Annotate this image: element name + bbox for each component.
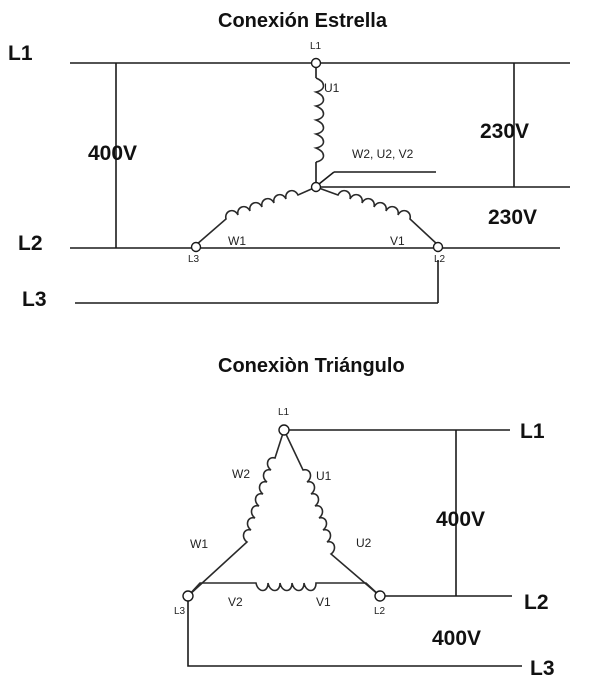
delta-coil-label-v1: V1	[316, 595, 331, 609]
delta-label-l2: L2	[524, 591, 549, 614]
delta-terminal-l1	[278, 424, 290, 436]
delta-connection-diagram: Conexiòn Triángulo L1 L2 L3 400V 400V L1…	[174, 355, 555, 680]
star-coil-label-w: W1	[228, 234, 246, 248]
star-connection-diagram: Conexión Estrella L1 L2 L3 400V 230	[8, 10, 570, 311]
delta-voltage-l1-l2: 400V	[436, 508, 485, 531]
star-neutral-label: W2, U2, V2	[352, 147, 414, 161]
delta-coil-label-w1: W1	[190, 537, 208, 551]
star-voltage-phase-top: 230V	[480, 120, 529, 143]
delta-coil-label-u2: U2	[356, 536, 372, 550]
star-terminal-label-top: L1	[310, 41, 322, 52]
star-coil-v1	[315, 186, 439, 246]
star-coil-u1	[313, 77, 325, 163]
delta-label-l1: L1	[520, 420, 545, 443]
star-terminal-neutral	[310, 181, 322, 193]
delta-coil-label-u1: U1	[316, 469, 332, 483]
star-voltage-phase-bottom: 230V	[488, 206, 537, 229]
star-label-l2: L2	[18, 232, 43, 255]
star-coil-label-u: U1	[324, 81, 340, 95]
delta-label-l3: L3	[530, 657, 555, 680]
delta-terminal-label-left: L3	[174, 606, 186, 617]
delta-coil-label-v2: V2	[228, 595, 243, 609]
star-voltage-line: 400V	[88, 142, 137, 165]
delta-terminal-label-right: L2	[374, 606, 386, 617]
star-coil-label-v: V1	[390, 234, 405, 248]
delta-voltage-l2-l3: 400V	[432, 627, 481, 650]
delta-title: Conexiòn Triángulo	[218, 355, 405, 377]
delta-coil-u1-u2	[283, 429, 381, 597]
star-label-l1: L1	[8, 42, 33, 65]
delta-terminal-label-top: L1	[278, 407, 290, 418]
delta-coil-w2-w1	[187, 429, 285, 597]
star-terminal-l2	[432, 241, 444, 253]
star-coil-w1	[195, 186, 317, 246]
delta-terminal-l2	[374, 590, 386, 602]
delta-line-l3-wire	[187, 596, 522, 667]
star-terminal-l1	[310, 57, 322, 69]
delta-coil-v2-v1	[187, 582, 381, 597]
star-title: Conexión Estrella	[218, 10, 388, 32]
star-neutral-pointer-arrow	[318, 171, 335, 185]
star-terminal-label-right: L2	[434, 254, 446, 265]
delta-coil-label-w2: W2	[232, 467, 250, 481]
star-terminal-l3	[190, 241, 202, 253]
star-label-l3: L3	[22, 288, 47, 311]
delta-terminal-l3	[182, 590, 194, 602]
star-terminal-label-left: L3	[188, 254, 200, 265]
